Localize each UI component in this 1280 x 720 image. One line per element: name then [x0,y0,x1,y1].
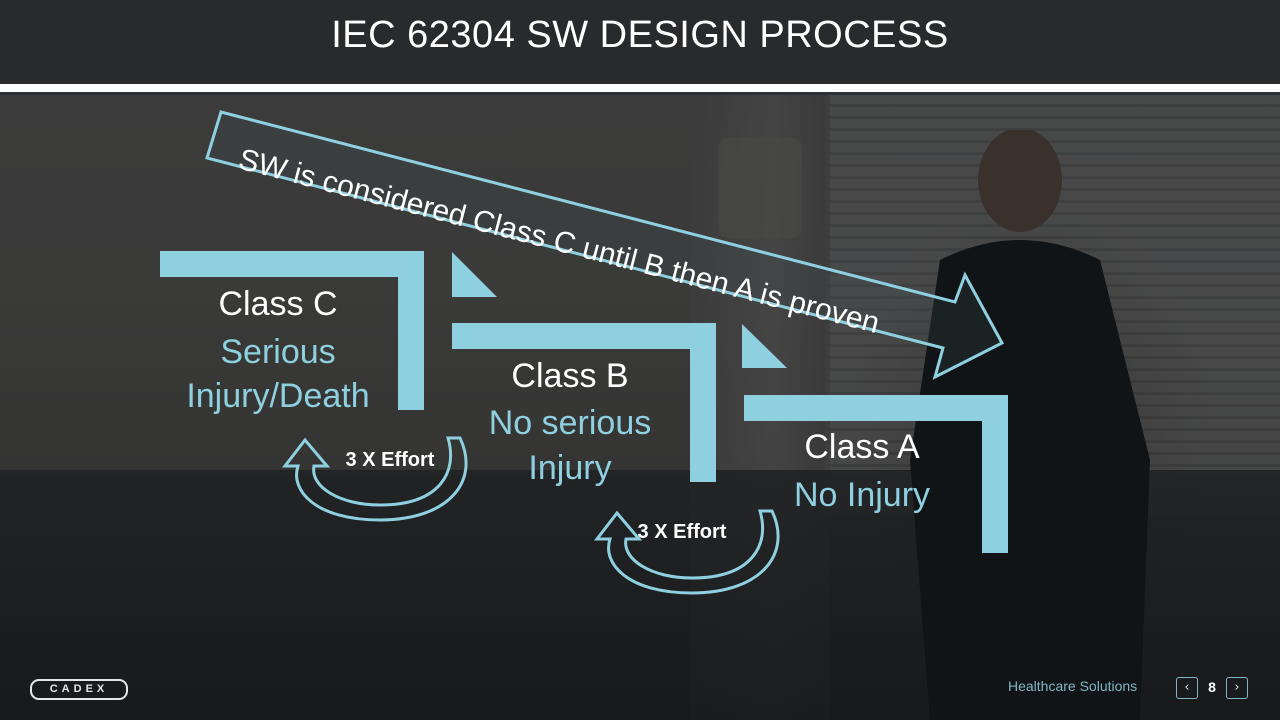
cadex-logo: CADEX [30,679,128,700]
class-c-description-1: Serious [220,333,336,371]
big-arrow-outline [205,110,1005,380]
class-a-bracket [744,395,1008,553]
class-b-label: Class B [511,357,629,395]
class-a-label: Class A [804,428,920,466]
effort-arrow-2 [593,509,780,595]
class-b-description-1: No serious [488,404,652,442]
class-a-description-1: No Injury [793,476,931,514]
background-clock [718,138,802,238]
class-c-description-2: Injury/Death [186,377,370,415]
title-divider [0,84,1280,92]
class-b-bracket [452,323,716,482]
footer-section-name: Healthcare Solutions [1008,678,1138,694]
chevron-left-icon: ‹ [1184,680,1190,695]
class-b-description-2: Injury [528,449,612,487]
step-triangle-2 [742,324,787,368]
class-c-label: Class C [218,285,338,323]
chevron-right-icon: › [1234,680,1240,695]
title-bar [0,0,1280,84]
background-wall [0,95,690,475]
page-number: 8 [1208,679,1216,695]
slide-title: IEC 62304 SW DESIGN PROCESS [331,14,949,56]
prev-slide-button[interactable]: ‹ [1176,677,1198,699]
next-slide-button[interactable]: › [1226,677,1248,699]
step-triangle-1 [452,252,497,297]
effort-label-1: 3 X Effort [345,449,435,471]
class-c-bracket [160,251,424,410]
effort-arrow-1 [281,436,468,522]
effort-label-2: 3 X Effort [637,521,727,543]
